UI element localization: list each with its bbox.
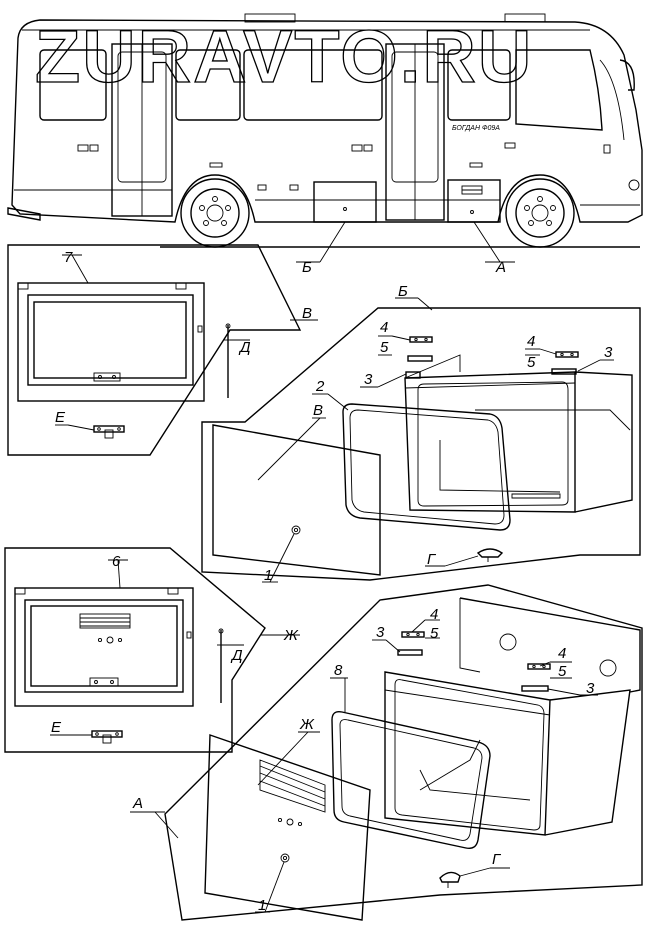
hatch-box-a <box>384 671 551 836</box>
callout-labels: Б А 7 В Д Е Б 4 5 4 5 3 3 2 В 1 Г 6 Ж Д … <box>51 249 613 914</box>
label-a-detail: А <box>132 795 143 812</box>
hinge-e-2 <box>91 730 123 744</box>
hatch-door-zh <box>204 734 371 921</box>
label-5c: 5 <box>430 625 439 642</box>
bus-side-view: БОГДАН Ф09А <box>7 13 643 263</box>
bus-window <box>39 49 107 121</box>
bus-mirror <box>619 59 635 91</box>
hinge-part-4b <box>401 631 425 638</box>
label-1: 1 <box>264 567 272 584</box>
hinge-part-5 <box>555 351 579 358</box>
hinge-e <box>93 425 125 439</box>
label-e-2: Е <box>51 719 62 736</box>
label-3d: 3 <box>586 680 595 697</box>
label-d: Д <box>238 339 251 356</box>
label-4d: 4 <box>558 645 566 662</box>
label-e: Е <box>55 409 66 426</box>
label-zh-detail: Ж <box>299 716 315 733</box>
detail-v-panel <box>7 244 318 456</box>
rear-bumper <box>7 207 41 221</box>
label-a: А <box>495 259 506 276</box>
bus-window <box>447 49 511 121</box>
label-5b: 5 <box>527 354 536 371</box>
bus-windshield-side <box>515 49 603 131</box>
label-8: 8 <box>334 662 343 679</box>
bus-window <box>175 49 241 121</box>
bus-nameplate: БОГДАН Ф09А <box>452 125 500 132</box>
label-1b: 1 <box>258 897 266 914</box>
label-6: 6 <box>112 553 121 570</box>
front-wheel <box>505 178 575 248</box>
label-4: 4 <box>380 319 388 336</box>
label-2: 2 <box>315 378 325 395</box>
label-b-detail: Б <box>398 283 408 300</box>
label-5d: 5 <box>558 663 567 680</box>
bus-window <box>243 49 383 121</box>
roof-hatch <box>244 13 296 23</box>
label-zh: Ж <box>283 627 299 644</box>
label-v-detail: В <box>313 402 323 419</box>
bus-body-outline <box>11 19 643 223</box>
label-b: Б <box>302 259 312 276</box>
label-4b: 4 <box>527 333 535 350</box>
watermark-text: ZURAVTO.RU <box>35 15 533 98</box>
hinge-part-3b <box>521 685 549 692</box>
rear-wheel <box>180 178 250 248</box>
label-7: 7 <box>64 249 73 266</box>
label-v: В <box>302 305 312 322</box>
bus-hatch-b <box>313 181 377 223</box>
hinge-part-4 <box>409 336 433 343</box>
label-5: 5 <box>380 339 389 356</box>
label-3c: 3 <box>376 624 385 641</box>
label-4c: 4 <box>430 606 438 623</box>
label-3: 3 <box>604 344 613 361</box>
detail-a-assembly <box>130 584 643 921</box>
detail-zh-panel <box>4 547 300 753</box>
seal-frame-2 <box>342 403 511 531</box>
hatch-door-v <box>212 424 381 576</box>
label-d-2: Д <box>230 647 243 664</box>
seal-frame-8 <box>331 710 491 850</box>
label-3b: 3 <box>364 371 373 388</box>
latch-g-2 <box>439 871 461 883</box>
label-g: Г <box>427 551 437 568</box>
hinge-part-5b <box>527 663 551 670</box>
detail-b-assembly <box>201 297 641 583</box>
label-g-2: Г <box>492 851 502 868</box>
hinge-part-3 <box>551 368 577 375</box>
latch-g <box>476 548 504 558</box>
